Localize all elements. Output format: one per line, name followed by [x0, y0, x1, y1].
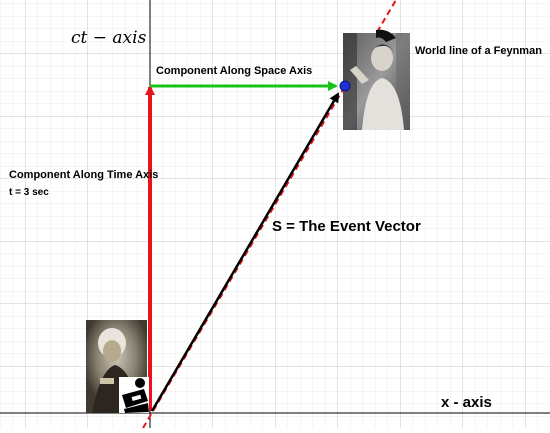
- x-axis-label: x - axis: [441, 394, 492, 411]
- ct-axis-label: ct − axis: [71, 28, 147, 48]
- observer-icon: [119, 377, 149, 413]
- feynman-photo: [343, 29, 410, 130]
- event-point: [339, 80, 351, 92]
- space-component-label: Component Along Space Axis: [156, 65, 313, 77]
- time-value-label: t = 3 sec: [9, 187, 49, 198]
- time-component-label: Component Along Time Axis: [9, 169, 159, 181]
- event-vector-label: S = The Event Vector: [272, 218, 421, 235]
- world-line-label: World line of a Feynman: [415, 45, 542, 57]
- event-vector-arrow: [150, 92, 340, 412]
